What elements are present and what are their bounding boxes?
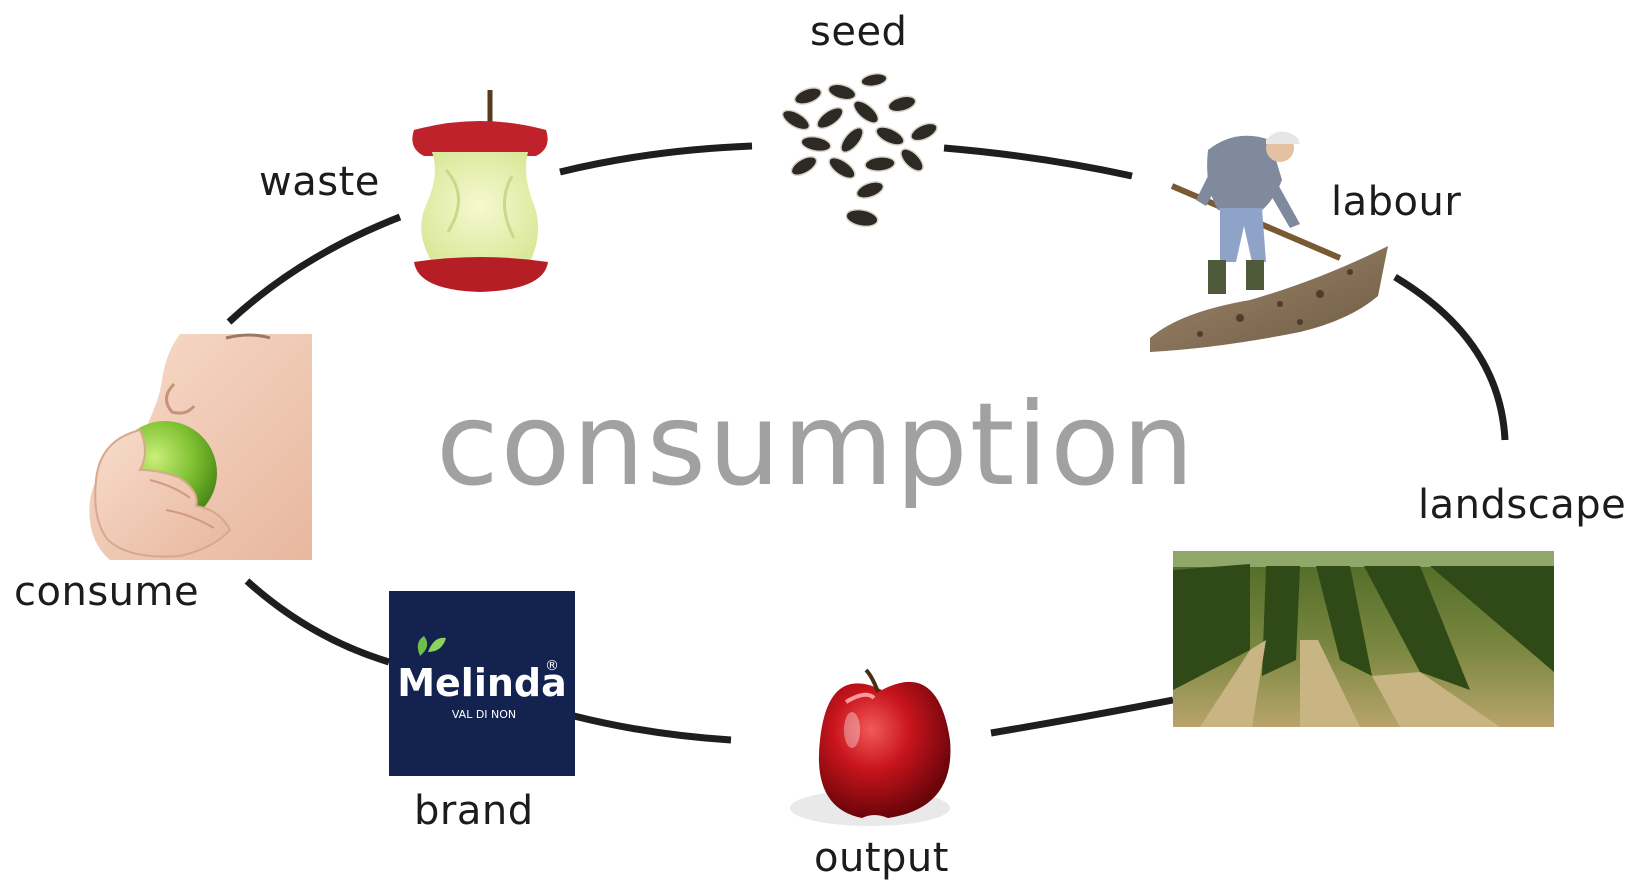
melinda-logo-text: Melinda [397,661,567,705]
diagram-title: consumption [436,378,1197,511]
arc-landscape-output [990,696,1174,737]
arc-output-brand [573,712,732,744]
label-consume: consume [14,569,200,615]
label-waste: waste [259,159,380,205]
melinda-logo-mark: ® [545,658,559,674]
label-labour: labour [1331,179,1462,225]
arc-brand-consume [244,578,391,666]
label-landscape: landscape [1418,482,1627,528]
apple-core-icon [412,90,548,292]
label-brand: brand [414,788,534,834]
melinda-logo-subtitle: VAL DI NON [452,708,516,721]
red-apple-icon [790,668,951,826]
label-output: output [814,835,949,881]
arc-labour-landscape [1393,273,1509,441]
label-seed: seed [810,9,908,55]
sunflower-seeds-icon [781,72,938,228]
arc-seed-labour [943,144,1133,180]
person-eating-apple-icon [89,333,312,560]
melinda-logo: Melinda ® VAL DI NON [389,591,575,776]
cycle-arcs [226,142,1509,744]
vineyard-landscape-icon [1173,551,1554,727]
arc-waste-seed [559,142,753,176]
farmer-hoeing-icon [1150,131,1388,352]
arc-consume-waste [226,213,402,325]
